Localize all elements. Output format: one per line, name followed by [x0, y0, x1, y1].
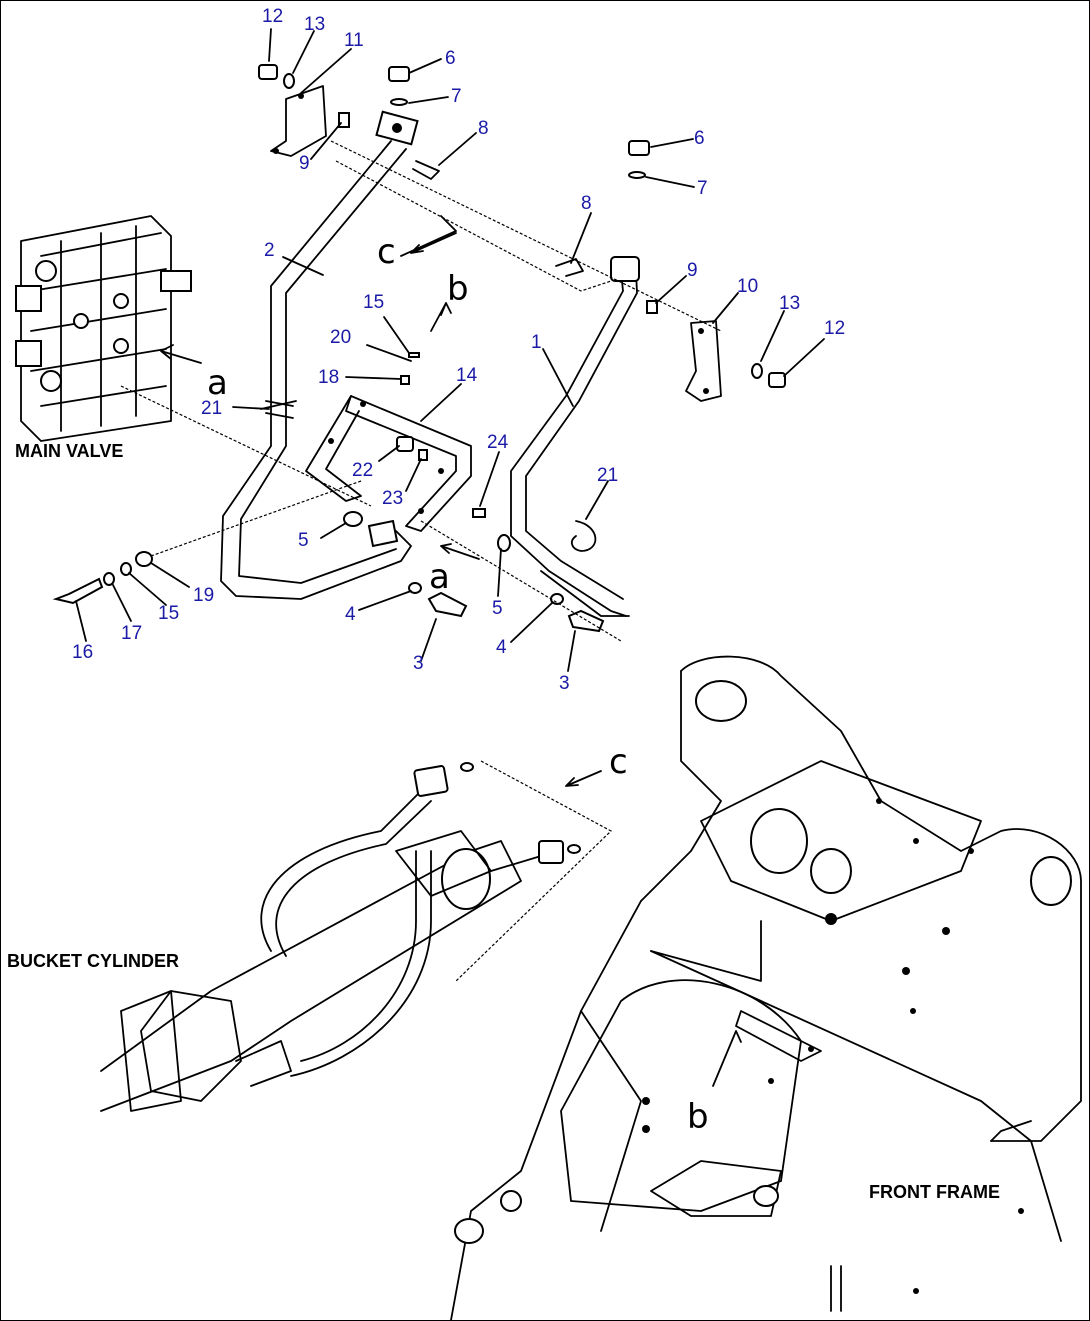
callout-17: 17	[121, 623, 142, 644]
callout-6-top: 6	[445, 48, 456, 69]
letter-c-upper: c	[377, 232, 396, 272]
callout-leaders	[75, 28, 825, 672]
clamp-21-left	[260, 400, 297, 410]
letter-b-upper: b	[447, 269, 469, 309]
callout-19: 19	[193, 585, 214, 606]
bolt-hardware	[52, 352, 605, 633]
callout-11: 11	[344, 30, 364, 51]
letter-c-lower: c	[609, 742, 628, 782]
callout-22: 22	[352, 460, 373, 481]
callout-15-upper: 15	[363, 292, 384, 313]
callout-15-lower: 15	[158, 603, 179, 624]
arrow-a-left	[160, 344, 202, 364]
callout-6-right: 6	[694, 128, 705, 149]
arrow-b-lower	[712, 1030, 742, 1087]
front-frame-drawing	[450, 655, 1082, 1320]
callout-5-right: 5	[492, 598, 503, 619]
callout-12-top: 12	[262, 6, 283, 27]
clamp-21-right	[570, 520, 597, 552]
callout-21-right: 21	[597, 465, 618, 486]
clamp-bracket-11	[258, 64, 350, 157]
callout-8-top: 8	[478, 118, 489, 139]
callout-1: 1	[531, 332, 542, 353]
plug-6-right	[555, 140, 650, 277]
bracket-14	[305, 395, 472, 532]
callout-23: 23	[382, 488, 403, 509]
front-frame-label: FRONT FRAME	[869, 1182, 1000, 1202]
callout-21-left: 21	[201, 398, 222, 419]
callout-8-right: 8	[581, 193, 592, 214]
arrow-c-lower	[565, 770, 602, 787]
callout-10: 10	[737, 276, 758, 297]
bucket-cylinder-label: BUCKET CYLINDER	[7, 951, 179, 971]
bucket-cylinder-drawing	[100, 760, 613, 1112]
main-valve-label: MAIN VALVE	[15, 441, 123, 461]
plug-6-top	[388, 66, 440, 180]
callout-20: 20	[330, 327, 351, 348]
callout-5-left: 5	[298, 530, 309, 551]
callout-16: 16	[72, 642, 93, 663]
callout-9-right: 9	[687, 260, 698, 281]
callout-13-top: 13	[304, 14, 325, 35]
clamp-bracket-10	[646, 300, 786, 402]
callout-3-left: 3	[413, 653, 424, 674]
arrow-a-lower	[440, 543, 480, 560]
pipe-2	[220, 110, 419, 600]
letter-a-lower: a	[429, 557, 450, 597]
callout-7-right: 7	[697, 178, 708, 199]
callout-4-right: 4	[496, 637, 507, 658]
callout-18: 18	[318, 367, 339, 388]
callout-13-right: 13	[779, 293, 800, 314]
callout-7-top: 7	[451, 86, 462, 107]
callout-4-left: 4	[345, 604, 356, 625]
main-valve-drawing	[15, 215, 192, 442]
letter-b-lower: b	[687, 1097, 709, 1137]
callout-24: 24	[487, 432, 509, 453]
callout-14: 14	[456, 365, 478, 386]
callout-3-right: 3	[559, 673, 570, 694]
callout-2: 2	[264, 240, 275, 261]
callout-12-right: 12	[824, 318, 845, 339]
arrow-c-upper	[410, 232, 457, 254]
letter-a-left: a	[207, 363, 228, 403]
callout-9-top: 9	[299, 153, 310, 174]
pipe-1	[510, 256, 640, 617]
arrow-b-upper	[430, 302, 452, 332]
